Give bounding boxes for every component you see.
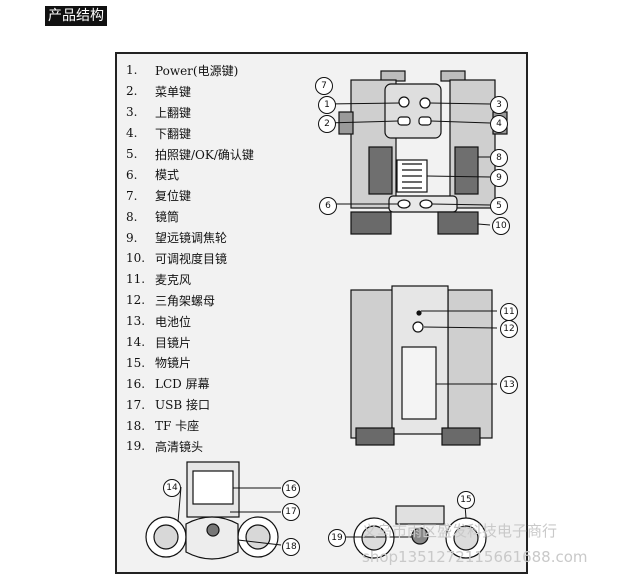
parts-list-item: 11.麦克风 (126, 272, 192, 287)
parts-list-item: 19.高清镜头 (126, 439, 204, 454)
parts-list-item: 7.复位键 (126, 188, 192, 204)
parts-list-item: 12.三角架螺母 (126, 293, 216, 308)
parts-list-item: 9.望远镜调焦轮 (126, 230, 228, 246)
watermark-shop-name: 义乌市雨区盛发科技电子商行 (362, 522, 558, 540)
parts-list-item: 1.Power(电源键) (126, 63, 239, 78)
page-title: 产品结构 (45, 6, 107, 26)
parts-list-item: 4.下翻键 (126, 126, 192, 141)
parts-list-item: 10.可调视度目镜 (126, 251, 228, 266)
parts-list-item: 13.电池位 (126, 314, 192, 329)
watermark-url: shop1351272115661688.com (362, 548, 588, 566)
parts-list-item: 6.模式 (126, 167, 180, 183)
parts-list-item: 3.上翻键 (126, 105, 192, 120)
binocular-back-view (350, 285, 493, 446)
parts-list-item: 14.目镜片 (126, 335, 192, 350)
binocular-lens-view (353, 505, 487, 559)
parts-list-item: 18.TF 卡座 (126, 418, 200, 434)
parts-list-item: 2.菜单键 (126, 84, 192, 99)
watermark: 义乌市雨区盛发科技电子商行 shop1351272115661688.com (362, 518, 588, 570)
binocular-front-view (338, 70, 508, 235)
parts-list: 1.Power(电源键) 2.菜单键 3.上翻键 4.下翻键 5.拍照键/OK/… (126, 60, 254, 457)
parts-list-item: 17.USB 接口 (126, 397, 210, 413)
parts-list-item: 8.镜筒 (126, 209, 180, 225)
binocular-lcd-view (145, 461, 279, 560)
parts-list-item: 15.物镜片 (126, 355, 192, 371)
parts-list-item: 16.LCD 屏幕 (126, 376, 210, 392)
parts-list-item: 5.拍照键/OK/确认键 (126, 147, 254, 162)
